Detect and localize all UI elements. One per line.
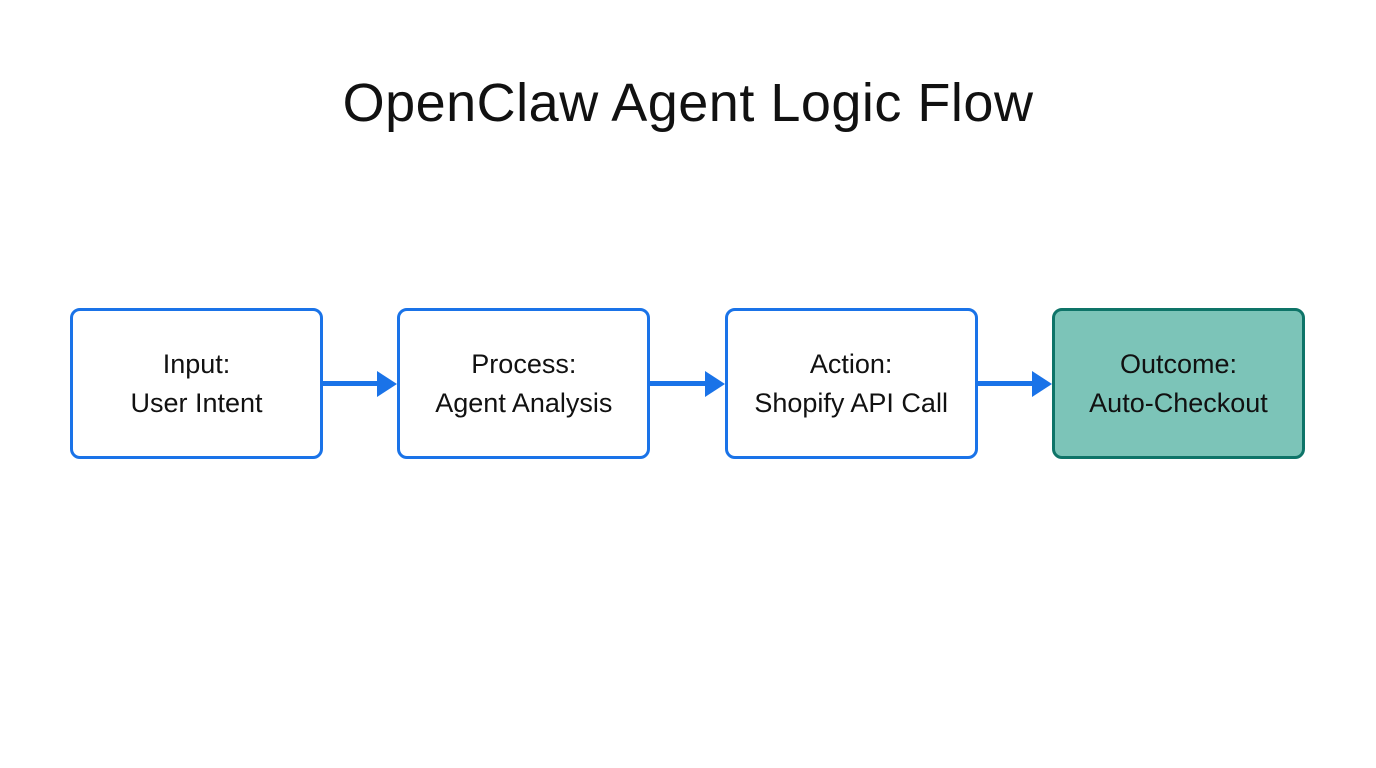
- flow-arrow-icon: [323, 308, 398, 459]
- node-label-line2: User Intent: [130, 387, 263, 418]
- node-label-line2: Agent Analysis: [435, 387, 613, 418]
- flow-node-input: Input: User Intent: [70, 308, 323, 459]
- flow-arrow-icon: [650, 308, 725, 459]
- node-label-line2: Shopify API Call: [754, 387, 948, 418]
- node-label-line1: Input:: [162, 348, 231, 379]
- arrow-head-icon: [377, 370, 398, 397]
- node-label-line1: Process:: [471, 348, 577, 379]
- arrow-shaft: [650, 381, 705, 386]
- flow-node-action: Action: Shopify API Call: [724, 308, 978, 459]
- arrow-shaft: [977, 381, 1032, 386]
- diagram-title: OpenClaw Agent Logic Flow: [342, 73, 1034, 133]
- arrow-shaft: [323, 381, 378, 386]
- flow-arrow-icon: [977, 308, 1052, 459]
- node-label-line1: Outcome:: [1119, 348, 1237, 379]
- flow-row: Input: User Intent Process: Agent Analys…: [70, 308, 1305, 459]
- flow-node-outcome: Outcome: Auto-Checkout: [1051, 308, 1305, 459]
- node-label-line2: Auto-Checkout: [1089, 387, 1268, 418]
- node-label-line1: Action:: [809, 348, 893, 379]
- arrow-head-icon: [1031, 370, 1052, 397]
- arrow-head-icon: [704, 370, 725, 397]
- flow-node-process: Process: Agent Analysis: [397, 308, 651, 459]
